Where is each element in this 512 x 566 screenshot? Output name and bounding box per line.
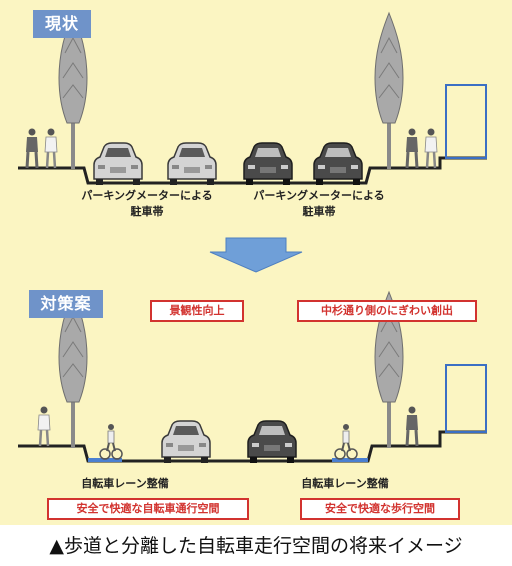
parking-label-left-line1: パーキングメーターによる [81, 189, 213, 202]
down-arrow-icon [209, 237, 303, 273]
pedestrian-icon [24, 127, 40, 170]
pedestrian-icon [36, 405, 52, 448]
parking-label-left-line2: 駐車帯 [130, 205, 164, 218]
current-tag: 現状 [33, 10, 91, 38]
safety-box-right: 安全で快適な歩行空間 [300, 498, 460, 520]
parking-label-right-line1: パーキングメーターによる [253, 189, 385, 202]
car-icon [247, 420, 297, 464]
parking-label-left: パーキングメーターによる 駐車帯 [72, 188, 222, 220]
bike-lane-right [332, 458, 368, 462]
pedestrian-icon [404, 127, 420, 170]
parked-car-icon [93, 142, 143, 186]
bike-lane-left [88, 458, 122, 462]
pedestrian-icon [423, 127, 439, 170]
parked-car-icon [243, 142, 293, 186]
bike-lane-label-right: 自転車レーン整備 [301, 477, 389, 490]
current-street [18, 12, 487, 186]
parking-label-right-line2: 駐車帯 [302, 205, 336, 218]
proposal-tag: 対策案 [29, 290, 103, 318]
building-outline [445, 364, 487, 433]
badge-vitality: 中杉通り側のにぎわい創出 [297, 300, 477, 322]
parked-car-icon [167, 142, 217, 186]
pedestrian-icon [43, 127, 59, 170]
car-icon [161, 420, 211, 464]
tree-icon [374, 12, 404, 170]
safety-box-left: 安全で快適な自転車通行空間 [47, 498, 249, 520]
cyclist-icon [99, 423, 123, 460]
illustration-panel: 現状 パーキングメーターによる 駐車帯 パーキングメーターによる 駐車帯 対策案… [0, 0, 512, 525]
parking-label-right: パーキングメーターによる 駐車帯 [244, 188, 394, 220]
pedestrian-icon [404, 405, 420, 448]
bike-lane-label-left: 自転車レーン整備 [81, 477, 169, 490]
badge-landscape: 景観性向上 [150, 300, 244, 322]
proposal-street [18, 291, 487, 464]
building-outline [445, 84, 487, 159]
street-illustration [18, 12, 487, 464]
parked-car-icon [313, 142, 363, 186]
cyclist-icon [334, 423, 358, 460]
figure-caption: ▲歩道と分離した自転車走行空間の将来イメージ [49, 535, 463, 557]
